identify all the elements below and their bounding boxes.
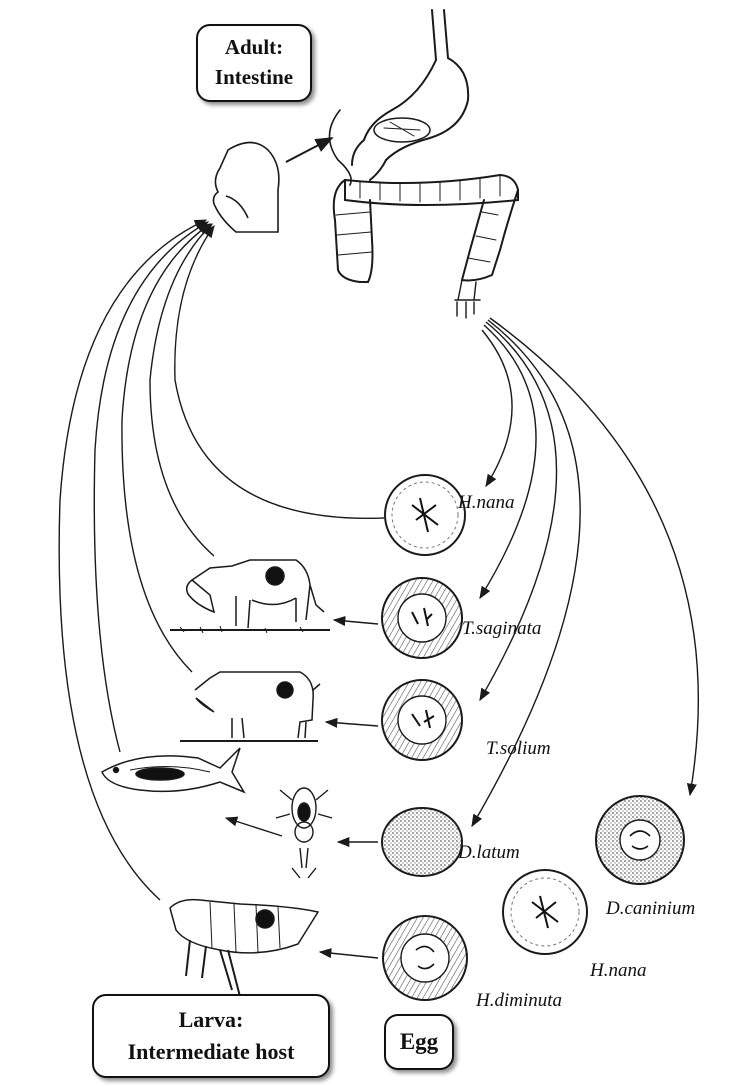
- larva-label-line1: Larva:: [94, 1004, 328, 1036]
- adult-label-line1: Adult:: [198, 32, 310, 62]
- species-label-t-saginata: T.saginata: [462, 618, 541, 640]
- species-label-h-nana-top: H.nana: [458, 492, 514, 514]
- egg-t-solium-icon: [382, 680, 462, 760]
- species-label-h-diminuta: H.diminuta: [476, 990, 562, 1012]
- egg-h-nana-top-icon: [385, 475, 465, 555]
- cow-icon: [170, 560, 330, 633]
- species-label-h-nana-bottom: H.nana: [590, 960, 646, 982]
- adult-label-box: Adult: Intestine: [196, 24, 312, 102]
- species-label-d-latum: D.latum: [458, 842, 520, 864]
- adult-label-line2: Intestine: [198, 62, 310, 92]
- intestine-icon: [329, 10, 518, 318]
- species-label-t-solium: T.solium: [486, 738, 551, 760]
- larva-label-box: Larva: Intermediate host: [92, 994, 330, 1078]
- egg-t-saginata-icon: [382, 578, 462, 658]
- copepod-icon: [276, 788, 332, 878]
- egg-label: Egg: [386, 1016, 452, 1068]
- egg-d-caninium-icon: [596, 796, 684, 884]
- species-label-d-caninium: D.caninium: [606, 898, 695, 920]
- egg-h-nana-bottom-icon: [503, 870, 587, 954]
- pig-icon: [180, 672, 320, 741]
- fish-icon: [102, 748, 244, 792]
- larva-label-line2: Intermediate host: [94, 1036, 328, 1068]
- ingestion-arrows: [59, 220, 384, 900]
- egg-d-latum-icon: [382, 808, 462, 876]
- human-head-icon: [213, 143, 278, 233]
- egg-h-diminuta-icon: [383, 916, 467, 1000]
- infection-arrows: [226, 620, 378, 958]
- egg-label-box: Egg: [384, 1014, 454, 1070]
